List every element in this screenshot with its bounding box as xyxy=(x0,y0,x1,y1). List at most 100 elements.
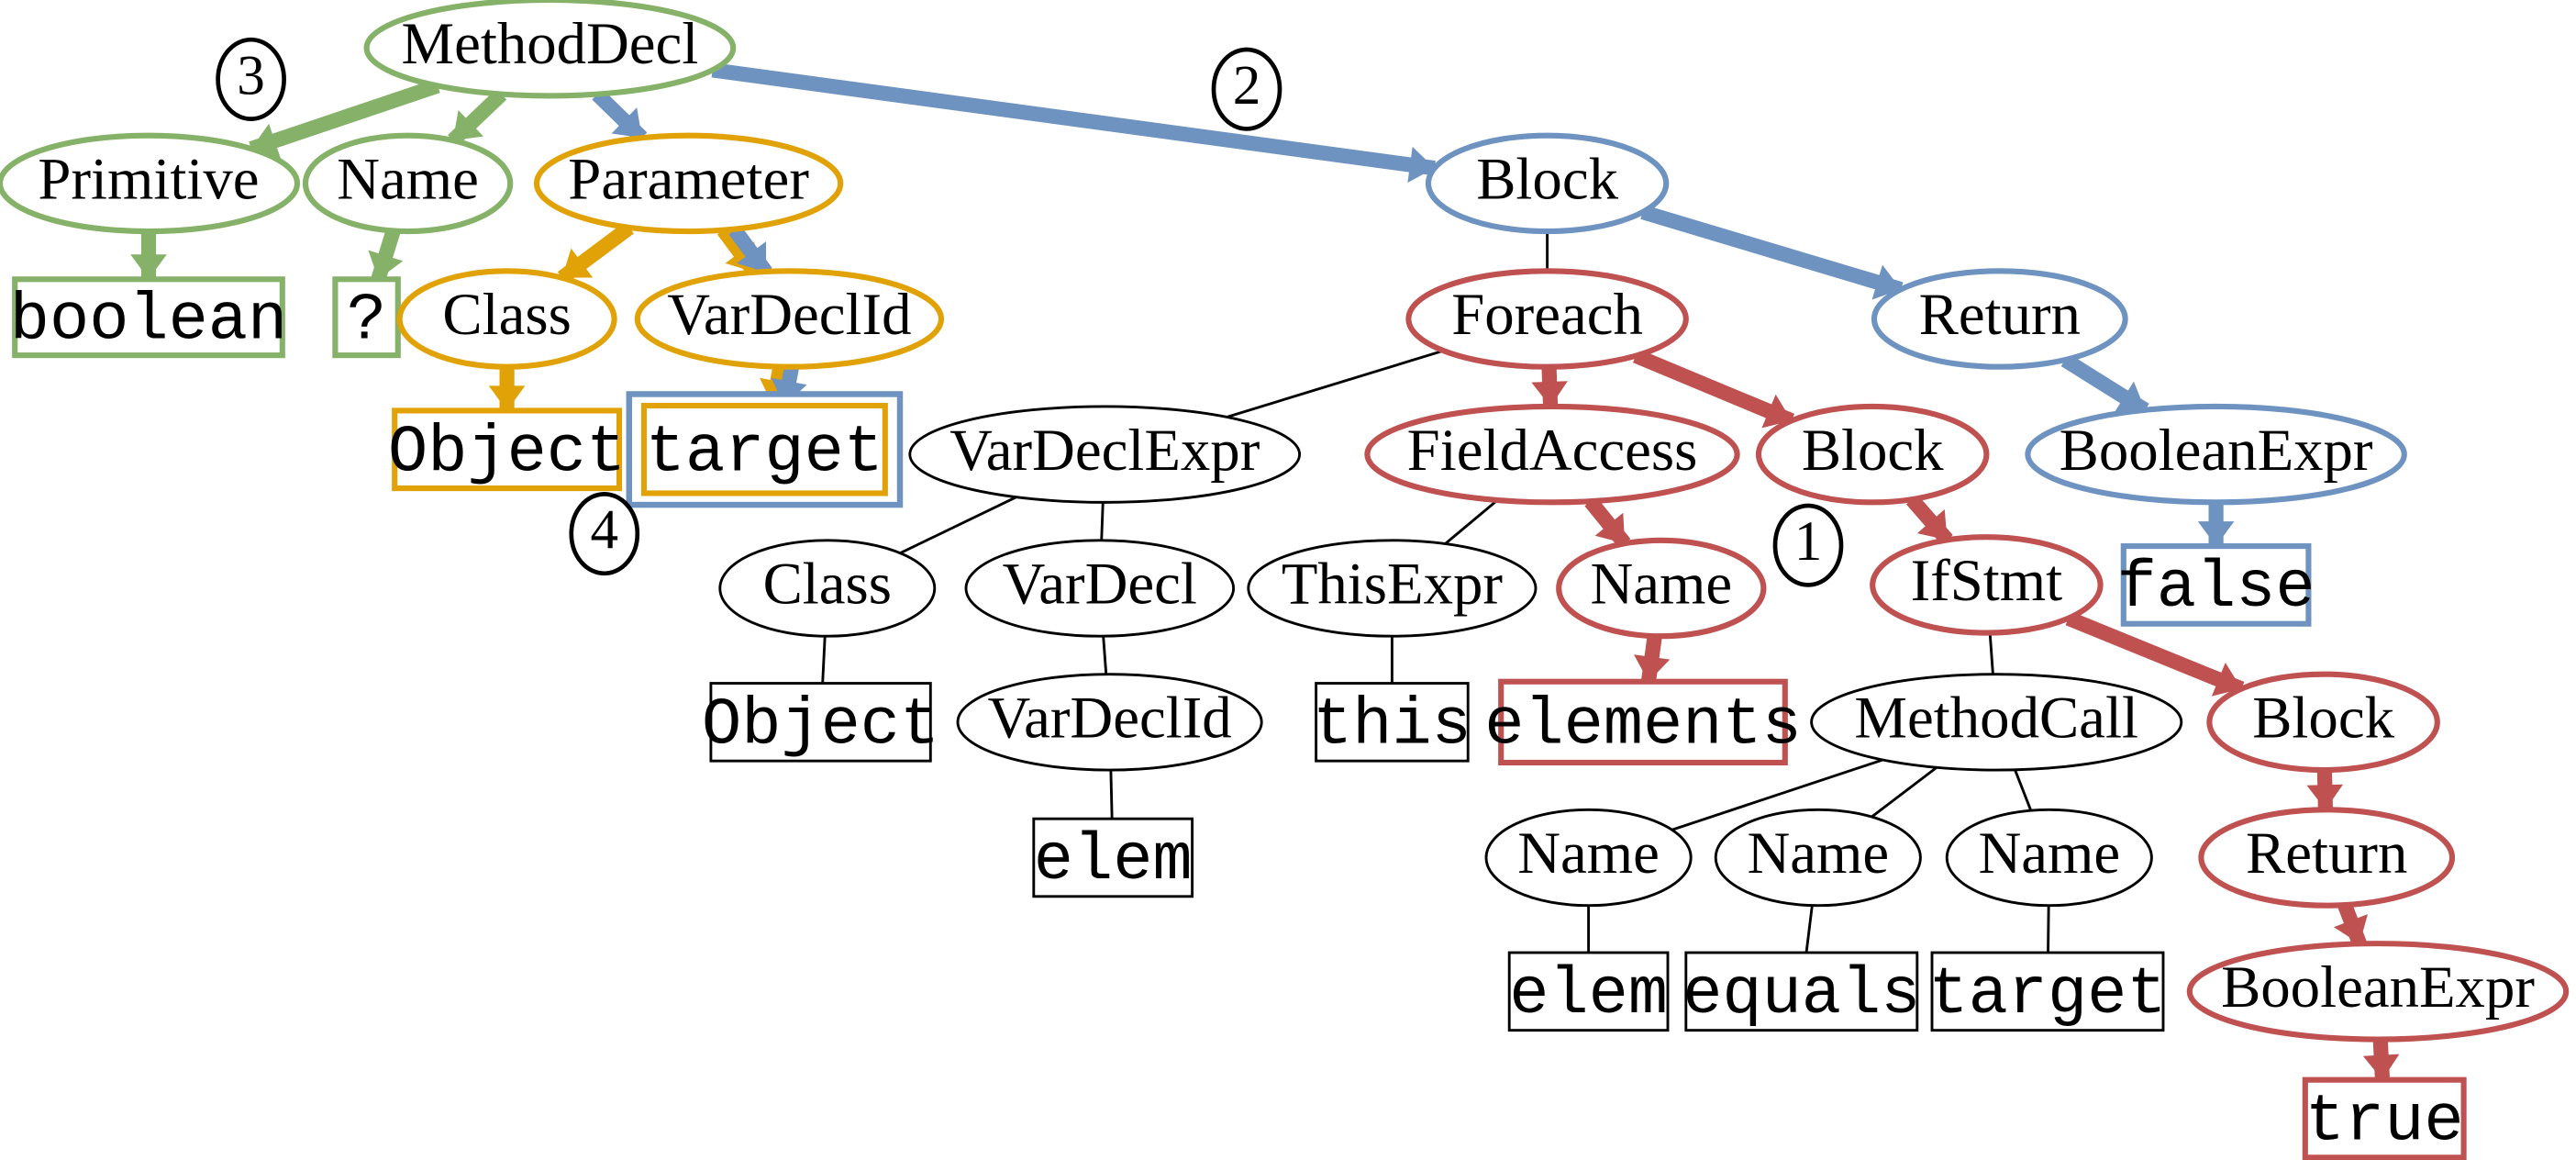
ast-node-label: Name xyxy=(1978,820,2120,887)
ast-node-label: Class xyxy=(442,282,571,348)
ast-node-elembox2[interactable]: elem xyxy=(1032,817,1194,898)
edge-block2-to-ifstmt xyxy=(1905,494,1953,545)
ast-node-label: Block xyxy=(1802,418,1944,484)
ast-node-name1[interactable]: Name xyxy=(1484,808,1693,908)
ast-node-parameter[interactable]: Parameter xyxy=(533,132,844,235)
ast-node-booleanexpr1[interactable]: BooleanExpr xyxy=(2025,403,2407,506)
ast-node-label: Object xyxy=(702,687,939,763)
ast-node-label: target xyxy=(1928,957,2166,1032)
ast-node-foreach[interactable]: Foreach xyxy=(1405,268,1689,370)
ast-node-targetbox2[interactable]: target xyxy=(1928,951,2167,1032)
annotation-circle-icon xyxy=(1772,503,1844,587)
edge-pclass-to-pobject xyxy=(488,366,526,411)
edge-fieldaccess-to-thisexpr xyxy=(1444,498,1499,545)
ast-node-equalsbox[interactable]: equals xyxy=(1682,951,1920,1032)
ast-node-elembox[interactable]: elem xyxy=(1507,951,1670,1032)
ast-node-truebox[interactable]: true xyxy=(2302,1076,2467,1160)
annotation-number: 3 xyxy=(237,44,265,106)
ast-node-pclass[interactable]: Class xyxy=(396,268,617,370)
ast-node-label: Name xyxy=(1517,820,1660,887)
ast-node-methoddecl[interactable]: MethodDecl xyxy=(363,0,737,99)
ast-node-block2[interactable]: Block xyxy=(1755,403,1990,506)
edge-block1-to-return1 xyxy=(1640,205,1904,300)
ast-node-return2[interactable]: Return xyxy=(2198,807,2456,909)
ast-node-vclass[interactable]: Class xyxy=(718,539,937,638)
ast-node-vobject[interactable]: Object xyxy=(702,682,939,764)
edge-parameter-to-pvardeclid2 xyxy=(728,225,772,277)
ast-node-vardecl[interactable]: VarDecl xyxy=(964,539,1236,638)
ast-node-thisbox[interactable]: this xyxy=(1313,682,1471,764)
ast-node-namefield[interactable]: Name xyxy=(1556,537,1767,640)
edge-return2-to-booleanexpr2 xyxy=(2333,902,2368,947)
annotation-circle-icon xyxy=(569,492,640,576)
ast-node-booleanexpr2[interactable]: BooleanExpr xyxy=(2186,941,2570,1043)
ast-node-label: MethodCall xyxy=(1854,686,2138,752)
ast-node-elementsbox[interactable]: elements xyxy=(1484,678,1802,766)
ast-node-thisexpr[interactable]: ThisExpr xyxy=(1247,539,1538,638)
ast-node-pobject[interactable]: Object xyxy=(388,407,626,492)
edge-nameret-to-qmark xyxy=(368,229,404,282)
edge-foreach-to-block2 xyxy=(1633,349,1795,429)
edge-parameter-to-pclass xyxy=(557,221,634,284)
ast-node-return1[interactable]: Return xyxy=(1871,268,2128,370)
ast-node-qmark[interactable]: ? xyxy=(332,276,401,358)
ast-node-label: VarDeclExpr xyxy=(949,418,1260,484)
annotation-ann4: 4 xyxy=(569,492,640,576)
annotation-ann3: 3 xyxy=(216,37,286,121)
edge-block3-to-return2 xyxy=(2306,769,2344,810)
annotation-number: 4 xyxy=(591,498,619,561)
ast-node-primitive[interactable]: Primitive xyxy=(0,132,301,235)
edge-methodcall-to-name1 xyxy=(1671,758,1884,831)
ast-node-label: Return xyxy=(2246,820,2407,887)
ast-node-label: VarDeclId xyxy=(987,686,1231,752)
edge-booleanexpr1-to-falsebox xyxy=(2197,502,2235,547)
ast-node-fieldaccess[interactable]: FieldAccess xyxy=(1364,403,1740,506)
ast-node-methodcall[interactable]: MethodCall xyxy=(1810,673,2183,772)
ast-node-label: IfStmt xyxy=(1911,548,2063,614)
edge-methoddecl-to-block1 xyxy=(711,62,1436,184)
ast-node-block3[interactable]: Block xyxy=(2206,671,2440,774)
ast-node-label: Object xyxy=(388,415,626,490)
edge-ifstmt-to-block3 xyxy=(2065,611,2245,697)
ast-node-label: elem xyxy=(1034,823,1193,898)
annotation-circle-icon xyxy=(1211,47,1282,131)
ast-node-label: Foreach xyxy=(1451,282,1643,348)
ast-node-label: Return xyxy=(1919,282,2081,348)
ast-node-label: Parameter xyxy=(568,147,809,213)
ast-node-boolean[interactable]: boolean xyxy=(10,276,287,358)
annotation-number: 2 xyxy=(1233,54,1261,117)
ast-node-label: false xyxy=(2117,551,2315,626)
ast-node-label: equals xyxy=(1682,957,1920,1032)
ast-node-vardeclexpr[interactable]: VarDeclExpr xyxy=(908,405,1302,504)
ast-node-name2[interactable]: Name xyxy=(1714,808,1922,908)
ast-node-ptarget[interactable]: target xyxy=(626,391,904,508)
ast-node-label: ? xyxy=(347,283,386,358)
ast-node-label: Primitive xyxy=(38,147,259,213)
edge-booleanexpr2-to-truebox xyxy=(2362,1039,2400,1081)
ast-node-pvardeclid[interactable]: VarDeclId xyxy=(634,268,945,370)
ast-node-label: BooleanExpr xyxy=(2221,954,2535,1021)
ast-node-label: FieldAccess xyxy=(1407,418,1698,484)
ast-node-label: elements xyxy=(1484,687,1802,763)
ast-node-label: BooleanExpr xyxy=(2060,418,2373,484)
ast-node-name3[interactable]: Name xyxy=(1945,808,2153,908)
edge-name2-to-equalsbox xyxy=(1804,904,1814,954)
annotation-layer: 3 2 4 1 xyxy=(216,37,1844,587)
ast-node-nameret[interactable]: Name xyxy=(302,132,514,235)
ast-node-label: VarDecl xyxy=(1003,552,1197,618)
ast-node-label: elem xyxy=(1509,957,1668,1032)
annotation-number: 1 xyxy=(1794,510,1823,573)
ast-node-vvardeclid[interactable]: VarDeclId xyxy=(956,673,1263,772)
ast-node-label: this xyxy=(1313,687,1471,763)
ast-node-label: Block xyxy=(2252,686,2394,752)
edge-methoddecl-to-parameter xyxy=(592,88,648,143)
ast-node-ifstmt[interactable]: IfStmt xyxy=(1870,534,2104,636)
ast-node-block1[interactable]: Block xyxy=(1425,132,1670,235)
ast-node-falsebox[interactable]: false xyxy=(2117,543,2315,627)
ast-node-label: true xyxy=(2305,1085,2464,1160)
annotation-ann2: 2 xyxy=(1211,47,1282,131)
ast-node-label: boolean xyxy=(10,283,287,358)
annotation-ann1: 1 xyxy=(1772,503,1844,587)
edge-namefield-to-elementsbox xyxy=(1634,635,1671,683)
